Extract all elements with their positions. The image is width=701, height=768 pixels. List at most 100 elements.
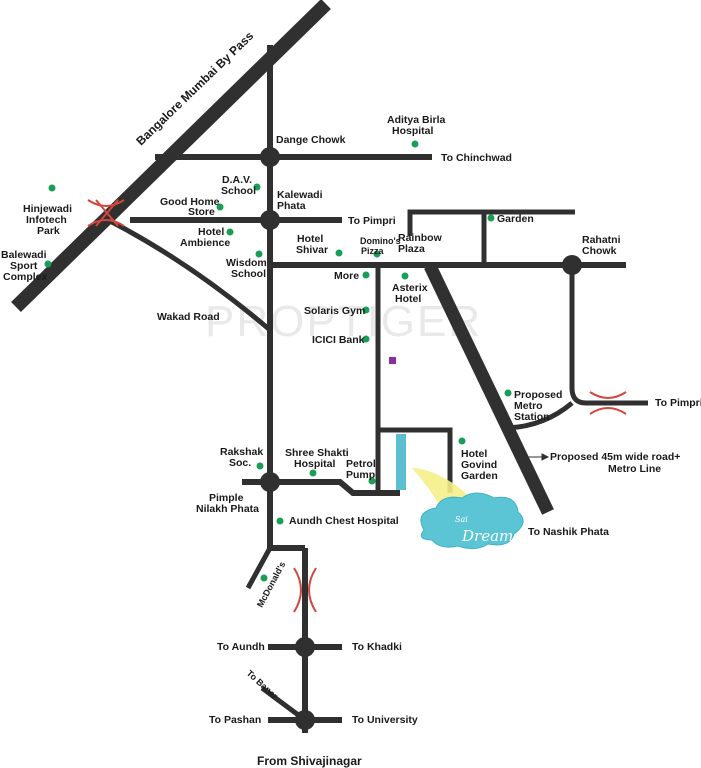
label-shreeshakti-2: Hospital <box>294 458 336 470</box>
arrow-proposed-road-head <box>541 453 550 461</box>
label-hinjewadi-3: Park <box>37 225 60 237</box>
label-rainbow-2: Plaza <box>398 243 425 255</box>
dot-aditya-birla <box>411 140 419 148</box>
label-govind-2: Govind <box>461 459 497 471</box>
label-to-pimpri-right: To Pimpri <box>655 397 701 409</box>
label-balewadi-1: Balewadi <box>1 249 47 261</box>
crossing-bypass <box>87 199 125 227</box>
dot-hinjewadi <box>48 184 56 192</box>
label-rakshak-1: Rakshak <box>220 446 263 458</box>
purple-marker <box>389 357 396 364</box>
label-goodhome-2: Store <box>188 206 215 218</box>
label-to-pimpri-top: To Pimpri <box>348 215 396 227</box>
label-hotel-shivar-1: Hotel <box>297 233 323 245</box>
dot-icici <box>362 335 370 343</box>
label-rahatni-2: Chowk <box>582 245 617 257</box>
label-goodhome-1: Good Home <box>160 196 220 208</box>
road-pimple-nilakh <box>242 479 400 496</box>
dot-dav-school <box>253 183 261 191</box>
crossings <box>87 199 627 613</box>
label-asterix-2: Hotel <box>395 293 421 305</box>
dot-more <box>362 271 370 279</box>
label-garden: Garden <box>497 213 534 225</box>
junction-rahatni-chowk <box>562 255 582 275</box>
label-from-shivajinagar: From Shivajinagar <box>257 754 362 768</box>
junction-aundh-khadki <box>295 637 315 657</box>
label-wakad-road: Wakad Road <box>157 311 220 323</box>
label-aundh-chest: Aundh Chest Hospital <box>289 515 399 527</box>
arrows <box>518 453 550 461</box>
junction-pimple-nilakh <box>260 472 280 492</box>
label-metro-2: Metro <box>514 400 543 412</box>
dot-petrol-pump <box>368 477 376 485</box>
dot-solaris <box>362 306 370 314</box>
dot-mcdonalds <box>260 574 268 582</box>
label-asterix-1: Asterix <box>392 282 428 294</box>
label-rainbow-1: Rainbow <box>398 232 443 244</box>
label-wisdom-1: Wisdom <box>226 257 267 269</box>
label-hinjewadi-2: Infotech <box>26 214 67 226</box>
watermark: PROPTIGER <box>205 297 482 346</box>
label-aditya-1: Aditya Birla <box>387 114 446 126</box>
dot-hotel-shivar <box>335 249 343 257</box>
road-network <box>11 0 648 733</box>
label-balewadi-3: Complex <box>3 271 48 283</box>
label-metro-1: Proposed <box>514 389 562 401</box>
label-dav-2: School <box>221 185 256 197</box>
road-rahatni-pimpri <box>569 265 648 406</box>
landmark-dots <box>44 140 512 582</box>
label-to-baner: To Baner <box>245 668 281 701</box>
label-hotel-ambience-1: Hotel <box>198 226 224 238</box>
dot-good-home <box>216 203 224 211</box>
dot-garden <box>487 214 495 222</box>
dot-wisdom-school <box>255 250 263 258</box>
dot-balewadi <box>44 260 52 268</box>
project-cloud <box>420 492 524 550</box>
road-wakad <box>106 217 272 332</box>
label-to-aundh: To Aundh <box>217 641 265 653</box>
label-to-chinchwad: To Chinchwad <box>441 152 512 164</box>
label-rakshak-2: Soc. <box>229 457 251 469</box>
label-proposed-road-1: Proposed 45m wide road+ <box>550 451 680 463</box>
label-govind-3: Garden <box>461 470 498 482</box>
label-to-pashan: To Pashan <box>209 714 261 726</box>
dot-metro-station <box>504 389 512 397</box>
label-hotel-ambience-2: Ambience <box>180 237 230 249</box>
label-pimple-2: Nilakh Phata <box>196 503 259 515</box>
road-metro-connector <box>507 401 574 431</box>
label-govind-1: Hotel <box>461 448 487 460</box>
dot-hotel-ambience <box>226 228 234 236</box>
junction-dange-chowk <box>260 147 280 167</box>
label-hinjewadi-1: Hinjewadi <box>23 203 72 215</box>
label-balewadi-2: Sport <box>10 260 38 272</box>
label-wisdom-2: School <box>231 268 266 280</box>
dot-rakshak <box>256 462 264 470</box>
dot-dominos <box>373 250 381 258</box>
project-building-icon <box>396 434 406 490</box>
label-solaris: Solaris Gym <box>304 305 365 317</box>
project-name-small: Sai <box>455 515 468 524</box>
map-labels: Bangalore Mumbai By Pass Wakad Road To C… <box>1 29 701 768</box>
label-metro-3: Station <box>514 411 550 423</box>
project-name: Dreams <box>461 527 521 545</box>
label-dange-chowk: Dange Chowk <box>276 134 346 146</box>
label-dav-1: D.A.V. <box>222 174 252 186</box>
label-dominos-1: Domino's <box>360 236 401 246</box>
label-proposed-road-2: Metro Line <box>608 463 661 475</box>
label-hotel-shivar-2: Shivar <box>296 244 328 256</box>
road-mcdonalds <box>245 546 273 590</box>
label-icici: ICICI Bank <box>312 334 365 346</box>
dot-shree-shakti <box>309 469 317 477</box>
label-shreeshakti-1: Shree Shakti <box>285 447 349 459</box>
crossing-south <box>293 567 317 613</box>
dot-asterix <box>401 272 409 280</box>
road-nashik-phata <box>424 263 554 515</box>
crossing-pimpri-right <box>589 391 627 415</box>
label-to-nashik-phata: To Nashik Phata <box>528 526 609 538</box>
road-rainbow-top <box>407 209 575 236</box>
label-petrol-1: Petrol <box>346 458 376 470</box>
dot-hotel-govind <box>458 437 466 445</box>
junction-kalewadi-phata <box>260 210 280 230</box>
junction-pashan-university <box>295 710 315 730</box>
label-kalewadi-2: Phata <box>277 200 306 212</box>
